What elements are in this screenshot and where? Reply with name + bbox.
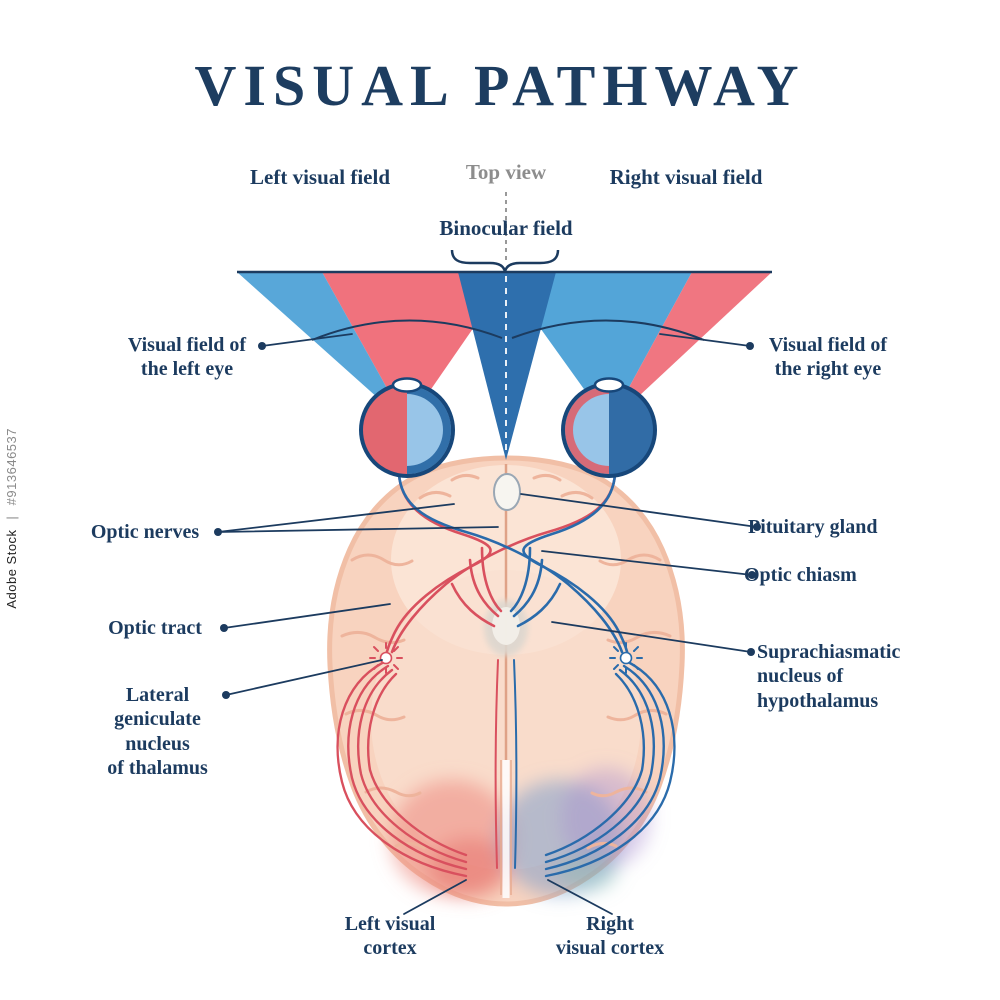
- label-right-visual-field: Right visual field: [609, 165, 763, 189]
- stock-watermark: Adobe Stock | #913646537: [4, 428, 19, 609]
- left-eye: [359, 377, 455, 478]
- blue-midline-fiber: [513, 659, 518, 869]
- visual-cortex-tints: [390, 768, 651, 898]
- optic-radiations-right: [544, 660, 676, 878]
- label-optic-chiasm: Optic chiasm: [744, 564, 857, 586]
- optic-radiations-left: [336, 660, 468, 878]
- label-binocular-field: Binocular field: [439, 216, 573, 240]
- red-midline-fiber: [494, 659, 499, 869]
- left-eye-lens: [391, 377, 423, 393]
- label-optic-nerves: Optic nerves: [90, 521, 200, 543]
- right-eye-arc: [511, 319, 705, 341]
- pointer-dots: [214, 342, 761, 699]
- watermark-separator: |: [4, 515, 19, 520]
- label-visual-field-right-eye: Visual field of the right eye: [768, 334, 888, 381]
- lgn-right-star: [609, 642, 643, 674]
- page-title: VISUAL PATHWAY: [194, 53, 806, 118]
- right-eye-lens: [593, 377, 625, 393]
- label-left-visual-field: Left visual field: [250, 165, 390, 189]
- label-pituitary-gland: Pituitary gland: [748, 516, 878, 538]
- label-lateral-geniculate-nucleus: Lateral geniculate nucleus of thalamus: [107, 684, 208, 780]
- pointer-lines: [217, 333, 758, 915]
- label-optic-tract: Optic tract: [108, 617, 202, 639]
- watermark-brand: Adobe Stock: [4, 529, 19, 609]
- right-eye: [561, 377, 657, 478]
- label-visual-field-left-eye: Visual field of the left eye: [127, 334, 247, 381]
- left-eye-arc: [311, 319, 503, 341]
- lgn-left-star: [369, 642, 403, 674]
- pituitary-gland-shape: [493, 473, 521, 511]
- label-right-visual-cortex: Right visual cortex: [555, 913, 665, 960]
- visual-field-triangles: [237, 270, 772, 460]
- watermark-stock-id: #913646537: [4, 428, 19, 506]
- label-top-view: Top view: [465, 160, 547, 184]
- binocular-brace: [450, 249, 560, 273]
- label-left-visual-cortex: Left visual cortex: [344, 913, 436, 960]
- label-suprachiasmatic-nucleus: Suprachiasmatic nucleus of hypothalamus: [757, 641, 901, 712]
